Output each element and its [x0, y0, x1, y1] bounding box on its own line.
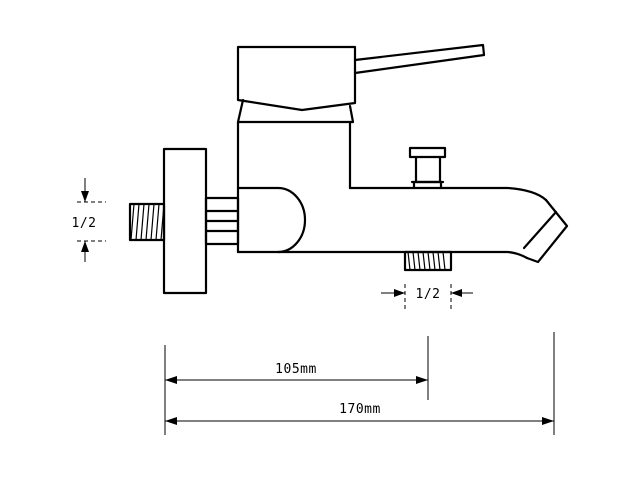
outlet-thread [403, 250, 453, 272]
overall-length-label: 170mm [339, 402, 381, 417]
eccentric-connector [204, 196, 240, 246]
inlet-thread-dimension: 1/2 [72, 178, 106, 262]
spout [278, 186, 569, 264]
length-dimensions: 105mm 170mm [164, 332, 555, 435]
wall-flange [162, 147, 208, 295]
lever-handle [236, 43, 486, 112]
inlet-thread-label: 1/2 [72, 216, 97, 231]
diverter-knob [408, 146, 447, 190]
mixer-body [236, 98, 355, 254]
outlet-thread-dimension: 1/2 [381, 284, 473, 309]
inlet-thread [128, 202, 166, 242]
center-to-outlet-label: 105mm [275, 362, 317, 377]
outlet-thread-label: 1/2 [416, 287, 441, 302]
